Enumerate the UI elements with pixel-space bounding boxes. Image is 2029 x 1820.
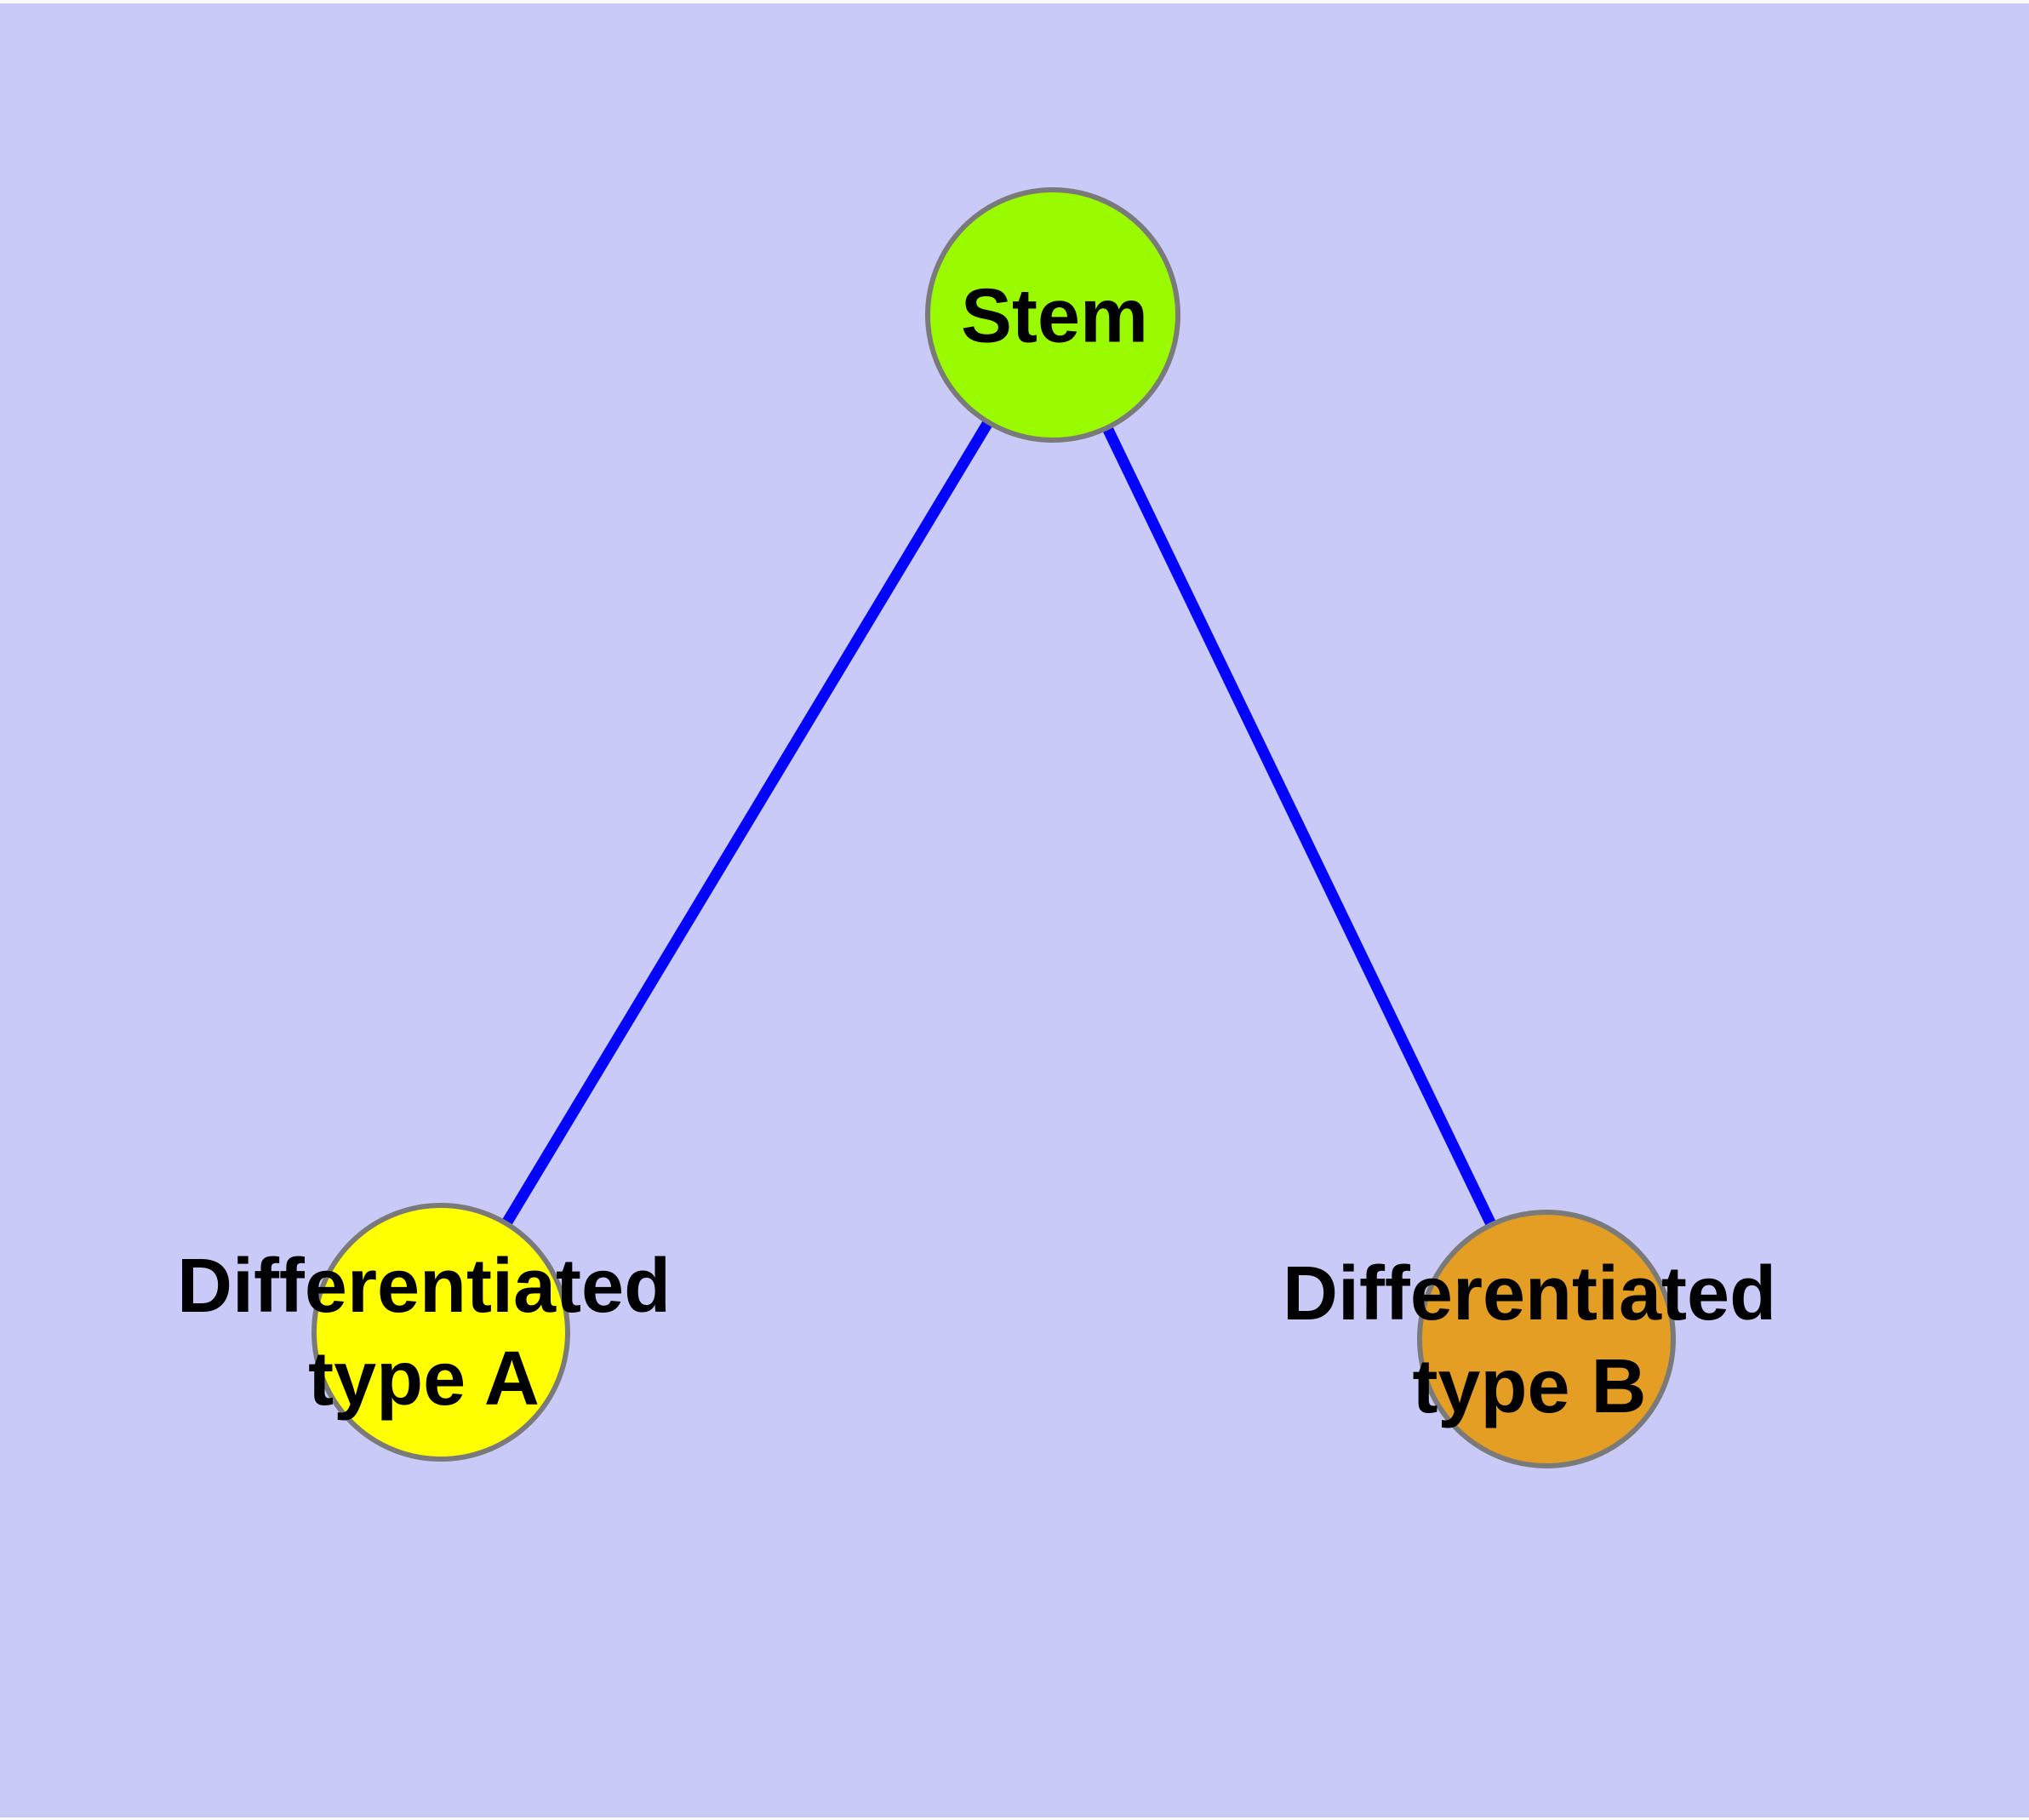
node-differentiated-type-b-label: Differentiated type B <box>1283 1248 1776 1434</box>
node-stem-circle <box>925 187 1180 443</box>
node-differentiated-type-a-label-line1: Differentiated <box>176 1244 672 1329</box>
node-differentiated-type-a-label-line2: type A <box>308 1336 540 1422</box>
top-margin-strip <box>0 0 2029 3</box>
node-stem-label-text: Stem <box>960 273 1149 359</box>
edge-stem-to-type-a <box>436 312 1058 1336</box>
node-differentiated-type-b-label-line1: Differentiated <box>1282 1251 1777 1336</box>
node-differentiated-type-b-circle <box>1417 1210 1676 1468</box>
node-differentiated-type-b-label-line2: type B <box>1412 1344 1647 1429</box>
node-differentiated-type-a-label: Differentiated type A <box>177 1240 671 1426</box>
node-differentiated-type-a-circle <box>311 1203 570 1462</box>
edge-stem-to-type-b <box>1048 312 1552 1342</box>
node-stem-label: Stem <box>961 271 1148 363</box>
bottom-margin-strip <box>0 1817 2029 1820</box>
